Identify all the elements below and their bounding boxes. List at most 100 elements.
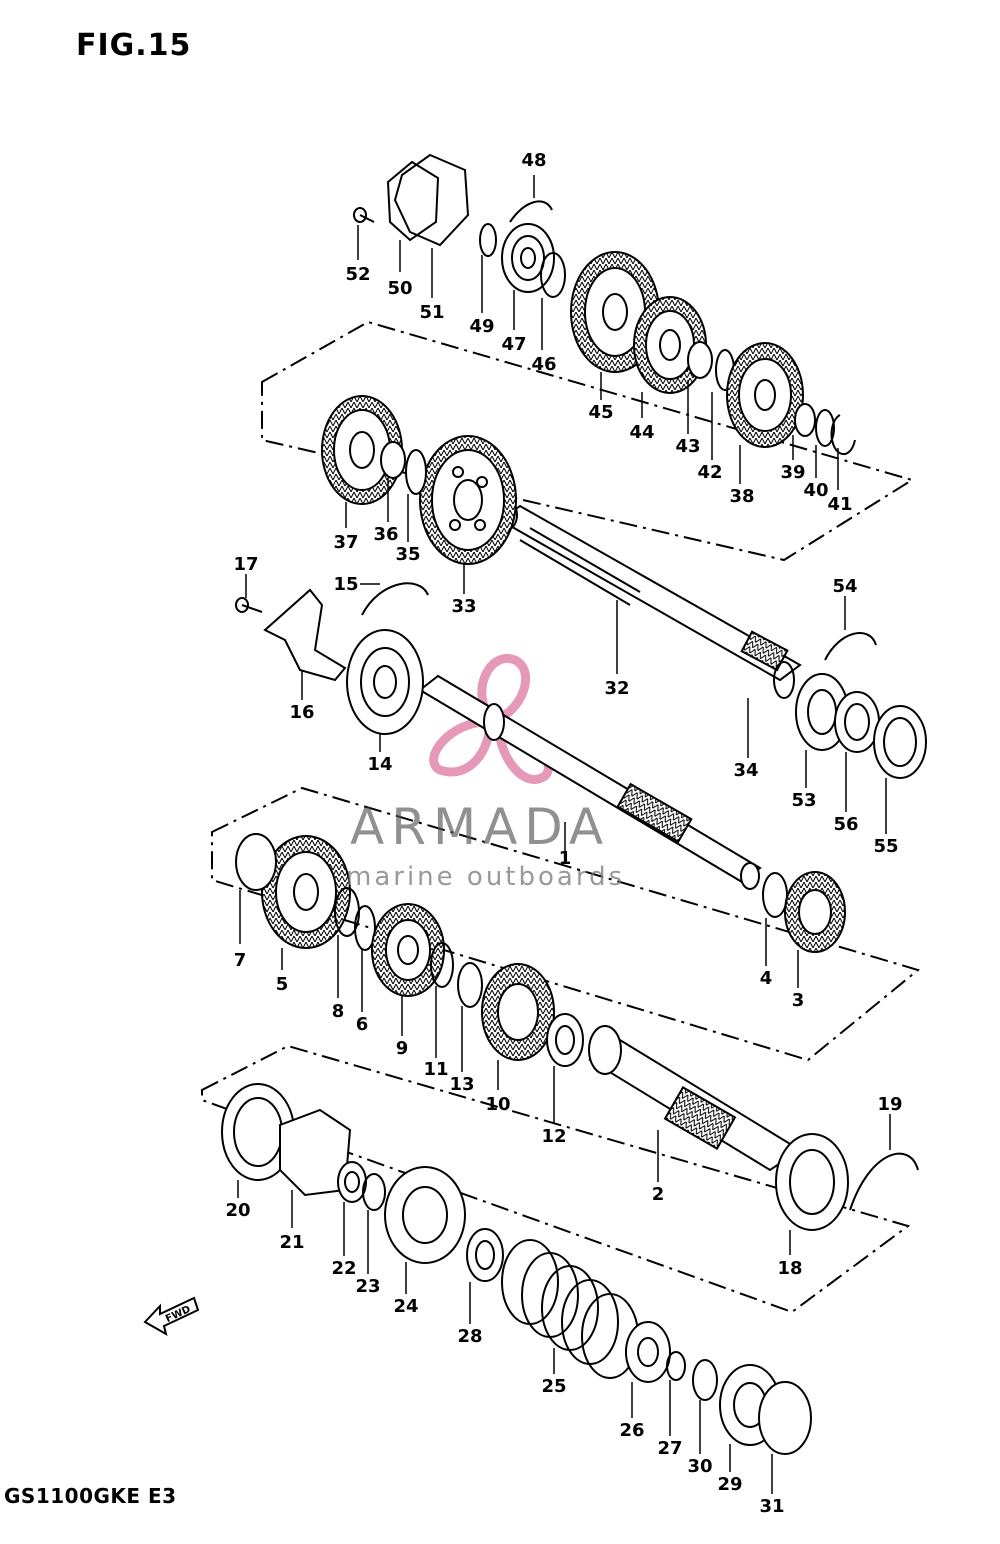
part-37-gear	[321, 395, 403, 505]
part-24-hub	[384, 1166, 466, 1264]
part-number-labels: 1234567891011121314151617181920212223242…	[225, 150, 902, 1517]
part-22-bearing	[337, 1161, 367, 1203]
part-number-label: 19	[877, 1094, 902, 1115]
part-number-label: 22	[331, 1258, 356, 1279]
part-55-oil-seal	[873, 705, 927, 779]
part-19-circlip	[849, 1152, 919, 1211]
part-26-washer	[625, 1321, 671, 1383]
model-code: GS1100GKE E3	[4, 1484, 177, 1508]
part-31-cap	[758, 1381, 812, 1455]
part-number-label: 55	[873, 836, 898, 857]
part-number-label: 27	[657, 1438, 682, 1459]
part-number-label: 7	[234, 950, 247, 971]
countershaft-group	[321, 153, 856, 682]
driveshaft-group	[235, 582, 927, 1067]
part-number-label: 53	[791, 790, 816, 811]
part-number-label: 50	[387, 278, 412, 299]
part-number-label: 29	[717, 1474, 742, 1495]
part-number-label: 28	[457, 1326, 482, 1347]
group-frames	[201, 320, 921, 1314]
part-10-gear	[481, 963, 555, 1061]
part-number-label: 21	[279, 1232, 304, 1253]
part-number-label: 3	[792, 990, 805, 1011]
primary-group	[221, 1025, 919, 1455]
part-38-gear	[726, 342, 804, 448]
part-number-label: 1	[559, 848, 572, 869]
part-17-screw	[235, 597, 263, 613]
part-27-circlip	[666, 1351, 686, 1381]
frame-clutch	[201, 1044, 911, 1314]
part-number-label: 56	[833, 814, 858, 835]
part-number-label: 45	[588, 402, 613, 423]
part-25-spring	[501, 1239, 639, 1379]
frame-driveshaft	[211, 786, 921, 1062]
part-number-label: 34	[733, 760, 758, 781]
part-13-circlip	[457, 962, 483, 1008]
part-number-label: 47	[501, 334, 526, 355]
part-54-circlip	[824, 632, 877, 661]
part-number-label: 38	[729, 486, 754, 507]
part-16-stopper	[263, 588, 347, 682]
part-number-label: 44	[629, 422, 654, 443]
figure-title: FIG.15	[76, 28, 192, 63]
part-5-gear	[261, 835, 351, 949]
part-34-washer	[773, 661, 795, 699]
part-48-circlip	[509, 200, 553, 223]
part-14-bearing	[346, 629, 424, 735]
part-number-label: 37	[333, 532, 358, 553]
part-35-washer	[405, 449, 427, 495]
part-56-collar	[834, 691, 880, 753]
part-number-label: 40	[803, 480, 828, 501]
part-number-label: 41	[827, 494, 852, 515]
part-number-label: 6	[356, 1014, 369, 1035]
part-number-label: 35	[395, 544, 420, 565]
part-28-collar	[466, 1228, 504, 1282]
part-number-label: 4	[760, 968, 773, 989]
part-number-label: 32	[604, 678, 629, 699]
part-4-washer	[762, 872, 788, 918]
part-number-label: 13	[449, 1074, 474, 1095]
fwd-arrow-icon	[143, 1296, 200, 1337]
watermark-brand: ARMADA	[350, 798, 611, 856]
part-11-washer	[430, 942, 454, 988]
part-20-plate	[221, 1083, 295, 1181]
part-number-label: 31	[759, 1496, 784, 1517]
part-23-circlip	[362, 1173, 386, 1211]
part-46-washer	[540, 252, 566, 298]
part-32-countershaft	[498, 500, 802, 682]
part-number-label: 26	[619, 1420, 644, 1441]
part-7-bushing	[235, 833, 277, 891]
part-number-label: 18	[777, 1258, 802, 1279]
part-number-label: 17	[233, 554, 258, 575]
part-39-washer	[794, 403, 816, 437]
part-number-label: 23	[355, 1276, 380, 1297]
part-number-label: 25	[541, 1376, 566, 1397]
part-30-washer	[692, 1359, 718, 1401]
part-49-circlip	[479, 223, 497, 257]
part-number-label: 33	[451, 596, 476, 617]
part-41-circlip	[830, 414, 856, 456]
part-number-label: 30	[687, 1456, 712, 1477]
part-52-screw	[353, 207, 375, 223]
part-number-label: 8	[332, 1001, 345, 1022]
part-number-label: 11	[423, 1059, 448, 1080]
part-number-label: 15	[333, 574, 358, 595]
watermark-tagline: marine outboards	[346, 862, 626, 892]
part-number-label: 54	[832, 576, 857, 597]
part-6-circlip	[354, 905, 376, 951]
part-47-bearing	[501, 223, 555, 293]
part-36-bushing	[380, 441, 406, 479]
part-number-label: 51	[419, 302, 444, 323]
part-44-gear	[633, 296, 707, 394]
leader-lines	[237, 175, 891, 1494]
part-number-label: 48	[521, 150, 546, 171]
part-43-bushing	[687, 341, 713, 379]
part-3-gear	[784, 871, 846, 953]
part-number-label: 24	[393, 1296, 418, 1317]
part-number-label: 12	[541, 1126, 566, 1147]
part-50-gasket	[386, 160, 440, 242]
part-number-label: 46	[531, 354, 556, 375]
part-9-gear	[371, 903, 445, 997]
part-number-label: 16	[289, 702, 314, 723]
